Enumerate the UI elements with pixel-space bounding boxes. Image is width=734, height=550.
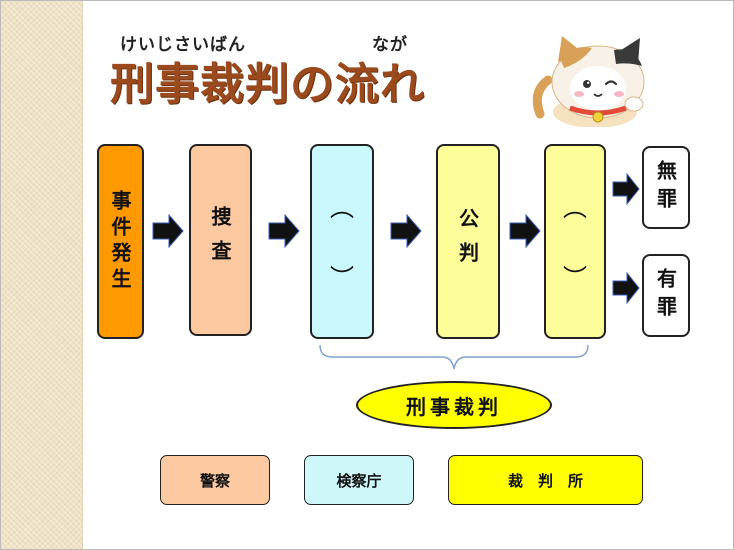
guilty-box: 有罪 <box>642 254 690 337</box>
title-furigana-flow: なが <box>372 35 408 55</box>
decorative-side-strip <box>0 0 83 550</box>
blank-1-close-paren: ︶ <box>330 264 354 292</box>
arrow-right-icon <box>612 173 640 205</box>
investigation-label: 捜査 <box>208 206 232 274</box>
blank-stage-box-2: ︵ ︶ <box>544 144 606 339</box>
legend-court: 裁 判 所 <box>448 455 643 505</box>
incident-box: 事件発生 <box>97 144 144 339</box>
not-guilty-label: 無罪 <box>653 159 678 216</box>
incident-label: 事件発生 <box>108 189 132 294</box>
arrow-right-icon <box>612 272 640 304</box>
blank-2-close-paren: ︶ <box>563 264 587 292</box>
guilty-label: 有罪 <box>653 267 678 324</box>
blank-1-open-paren: ︵ <box>330 194 354 222</box>
page-title: 刑事裁判の流れ <box>110 59 425 110</box>
legend-prosecutor: 検察庁 <box>304 455 414 505</box>
title-furigana: けいじさいばん <box>120 35 246 55</box>
trial-label: 公判 <box>455 207 480 276</box>
arrow-right-icon <box>509 214 541 248</box>
blank-stage-box-1: ︵ ︶ <box>310 144 374 339</box>
arrow-right-icon <box>390 214 422 248</box>
trial-box: 公判 <box>436 144 500 339</box>
legend-police: 警察 <box>160 455 270 505</box>
blank-2-open-paren: ︵ <box>563 194 587 222</box>
cat-mascot-icon <box>532 36 645 127</box>
arrow-right-icon <box>152 214 184 248</box>
arrow-right-icon <box>268 214 300 248</box>
criminal-trial-label: 刑事裁判 <box>356 381 552 429</box>
investigation-box: 捜査 <box>189 144 252 336</box>
not-guilty-box: 無罪 <box>642 146 690 229</box>
bracket-brace <box>319 344 589 370</box>
